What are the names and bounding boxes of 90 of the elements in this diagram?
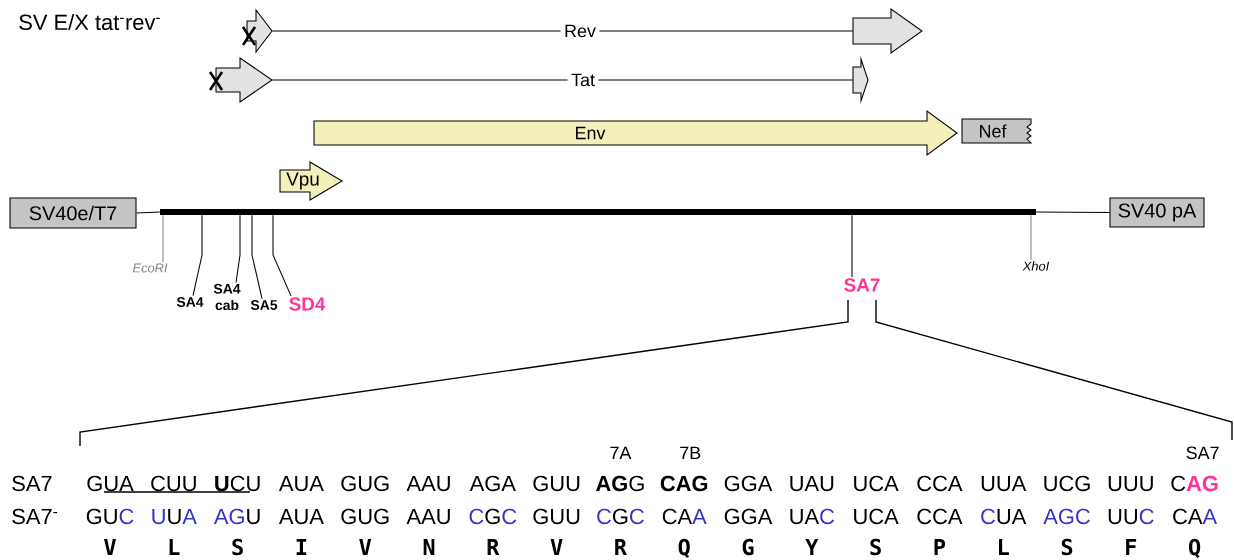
codon: CCA xyxy=(917,508,963,525)
codon: CCA xyxy=(917,475,963,492)
leader-line xyxy=(1030,214,1032,261)
leader-line xyxy=(162,214,164,263)
site-label: SA5 xyxy=(250,300,278,310)
codon: CAG xyxy=(1171,475,1218,492)
amino-acid: Y xyxy=(805,539,819,555)
amino-acid: L xyxy=(169,539,180,555)
connector-line xyxy=(1035,211,1110,214)
codon: GUG xyxy=(341,508,389,525)
site-label: SA4 cab xyxy=(213,283,241,311)
amino-acid: Q xyxy=(1189,538,1201,558)
amino-acid: I xyxy=(296,539,307,555)
codon: UUA xyxy=(981,475,1027,492)
amino-acid: R xyxy=(615,539,627,555)
codon: UCA xyxy=(854,475,899,492)
amino-acid: V xyxy=(550,539,563,555)
codon: UUU xyxy=(1108,475,1153,492)
connector-line xyxy=(271,79,854,81)
genome-bar xyxy=(160,209,1036,215)
codon: GUC xyxy=(86,508,134,525)
codon: AAU xyxy=(406,475,450,492)
element-box: SV40 pA xyxy=(1109,197,1205,228)
amino-acid: F xyxy=(1126,539,1137,555)
amino-acid: S xyxy=(870,538,881,556)
leader-line xyxy=(235,214,241,283)
codon: AGA xyxy=(469,475,516,492)
codon: CAA xyxy=(1173,508,1218,525)
codon: GGA xyxy=(724,508,773,525)
gene-box: Nef xyxy=(961,118,1033,144)
site-label: SA7 xyxy=(1186,446,1219,460)
codon: UCU xyxy=(215,475,260,492)
codon: GGA xyxy=(724,475,773,492)
codon: CAG xyxy=(660,475,708,492)
gene-block: Vpu xyxy=(279,161,344,201)
amino-acid: V xyxy=(104,539,116,555)
amino-acid: R xyxy=(487,539,500,555)
element-box: SV40e/T7 xyxy=(9,197,137,229)
codon: CGC xyxy=(597,508,644,525)
codon: CGC xyxy=(469,508,517,525)
amino-acid: P xyxy=(934,539,946,555)
amino-acid: V xyxy=(359,539,372,555)
amino-acid: L xyxy=(999,539,1009,555)
amino-acid: N xyxy=(423,539,435,555)
codon: UAU xyxy=(790,475,834,492)
exon-block xyxy=(246,8,273,54)
title: SV E/X tat$^{-}$rev$^{-}$ xyxy=(19,13,160,31)
codon: AAU xyxy=(406,508,450,525)
codon: AUA xyxy=(278,508,324,525)
site-label: SA4 xyxy=(176,297,204,307)
codon: CAA xyxy=(662,508,707,525)
amino-acid: S xyxy=(1061,538,1073,556)
codon: GUA xyxy=(87,475,134,492)
codon: AGG xyxy=(596,475,644,492)
codon: GUG xyxy=(341,475,389,492)
codon: UUA xyxy=(152,508,197,525)
codon: UUC xyxy=(1108,508,1154,525)
amino-acid: Q xyxy=(678,538,690,558)
row-label: SA7$^{-}$ xyxy=(12,508,58,525)
site-label: 7A xyxy=(610,446,632,459)
amino-acid: G xyxy=(742,538,754,556)
leader-line xyxy=(851,214,853,278)
leader-line xyxy=(272,214,292,297)
edge-label: Tat xyxy=(567,70,599,90)
exon-block xyxy=(852,8,923,54)
site-label: SD4 xyxy=(289,297,326,311)
codon: CUU xyxy=(151,475,196,492)
codon: CUA xyxy=(981,508,1027,525)
amino-acid: S xyxy=(232,538,243,556)
codon: GUU xyxy=(533,508,580,525)
codon: UCA xyxy=(854,508,899,525)
connector-line xyxy=(271,30,854,32)
codon: AUA xyxy=(278,475,324,492)
site-label: SA7 xyxy=(844,278,880,292)
exon-block xyxy=(852,55,869,105)
gene-block: Env xyxy=(313,109,958,157)
leader-line xyxy=(251,214,263,300)
connector-line xyxy=(136,211,161,214)
codon: UCG xyxy=(1044,475,1090,492)
codon: AGC xyxy=(1043,508,1090,525)
codon: AGU xyxy=(213,508,260,525)
exon-block xyxy=(215,57,273,103)
site-label: EcoRI xyxy=(132,263,168,273)
edge-label: Rev xyxy=(560,21,600,41)
leader-line xyxy=(192,214,203,297)
codon: UAC xyxy=(790,508,835,525)
site-label: 7B xyxy=(680,446,701,459)
row-label: SA7 xyxy=(12,475,52,492)
site-label: XhoI xyxy=(1022,261,1050,271)
codon: GUU xyxy=(533,475,580,492)
